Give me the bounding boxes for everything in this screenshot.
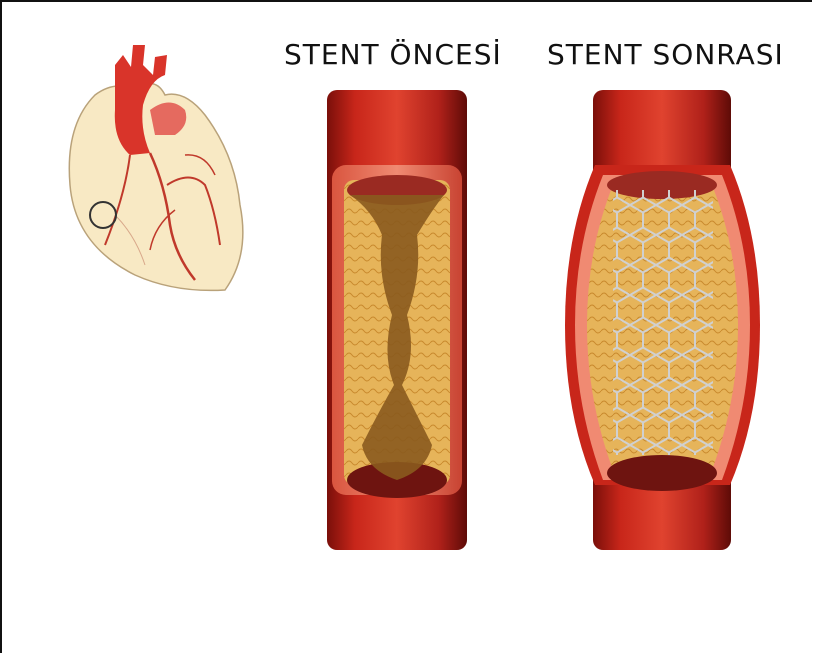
- artery-before-illustration: [322, 85, 472, 555]
- heart-icon: [55, 35, 255, 305]
- artery-after-illustration: [565, 85, 765, 555]
- before-stent-label: STENT ÖNCESİ: [284, 38, 502, 71]
- after-stent-label: STENT SONRASI: [547, 38, 784, 71]
